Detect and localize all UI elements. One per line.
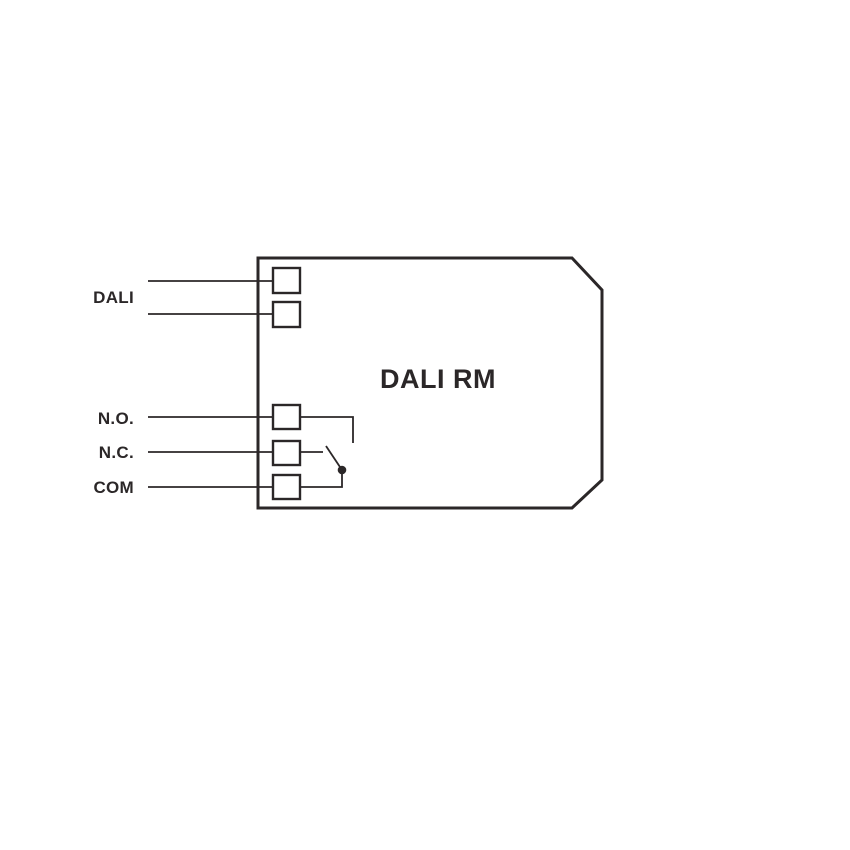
label-nc: N.C.	[99, 443, 134, 462]
terminal-no	[271, 403, 302, 431]
terminal-dali-top	[271, 266, 302, 295]
relay-no-branch	[300, 416, 354, 443]
device-title: DALI RM	[380, 364, 496, 394]
device-body-outline	[256, 256, 604, 510]
diagram-labels: DALI N.O. N.C. COM DALI RM	[93, 288, 496, 497]
terminal-dali-bottom	[271, 300, 302, 329]
terminal-com	[271, 473, 302, 501]
relay-com-branch	[300, 470, 343, 488]
relay-pivot-dot	[337, 465, 347, 475]
relay-switch-blade	[325, 445, 343, 471]
diagram-lines	[148, 256, 604, 510]
label-no: N.O.	[98, 409, 134, 428]
label-com: COM	[93, 478, 134, 497]
label-dali: DALI	[93, 288, 134, 307]
terminal-nc	[271, 439, 302, 467]
